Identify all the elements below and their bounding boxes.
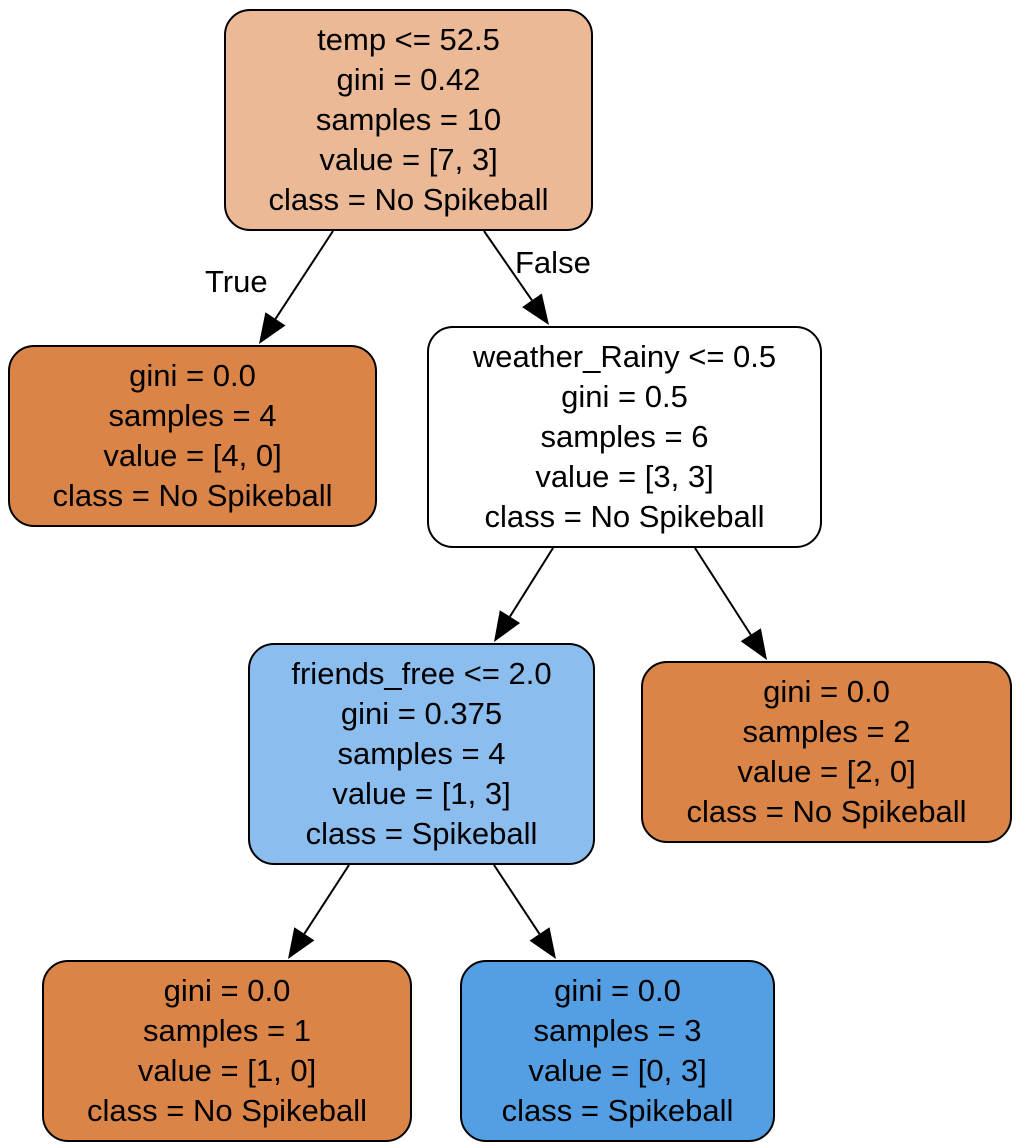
arrowhead-n2-n3 bbox=[494, 610, 521, 642]
tree-node-n6: gini = 0.0 samples = 3 value = [0, 3] class… bbox=[460, 960, 775, 1142]
node-text-line: value = [1, 3] bbox=[332, 776, 511, 811]
node-text-line: temp <= 52.5 bbox=[317, 22, 500, 57]
node-text-line: value = [2, 0] bbox=[737, 754, 916, 789]
node-text-line: value = [3, 3] bbox=[535, 459, 714, 494]
edge-label-true: True bbox=[205, 264, 268, 299]
edge-label-false: False bbox=[515, 245, 591, 280]
node-text-line: class = No Spikeball bbox=[268, 182, 549, 217]
node-text-line: class = Spikeball bbox=[501, 1093, 734, 1128]
node-text-line: samples = 4 bbox=[337, 736, 506, 771]
node-text-line: gini = 0.0 bbox=[129, 358, 256, 393]
node-text-line: gini = 0.375 bbox=[340, 696, 503, 731]
tree-node-n4: gini = 0.0 samples = 2 value = [2, 0] class… bbox=[641, 661, 1012, 843]
edge-n2-n4 bbox=[694, 547, 752, 636]
node-text-line: samples = 3 bbox=[533, 1013, 702, 1048]
arrowhead-root-n1 bbox=[259, 312, 286, 344]
node-text-line: gini = 0.0 bbox=[163, 973, 291, 1008]
node-text-line: friends_free <= 2.0 bbox=[291, 656, 552, 691]
node-text-line: gini = 0.0 bbox=[763, 674, 890, 709]
node-text-line: samples = 2 bbox=[742, 714, 911, 749]
node-text-line: gini = 0.42 bbox=[336, 62, 481, 97]
edge-n3-n5 bbox=[303, 864, 350, 935]
node-text-line: weather_Rainy <= 0.5 bbox=[472, 339, 777, 374]
node-text-line: value = [0, 3] bbox=[528, 1053, 707, 1088]
node-text-line: samples = 1 bbox=[142, 1013, 311, 1048]
node-text-line: samples = 6 bbox=[540, 419, 709, 454]
edge-n3-n6 bbox=[493, 864, 541, 935]
tree-node-root: temp <= 52.5 gini = 0.42 samples = 10 value… bbox=[224, 9, 593, 231]
arrowhead-n3-n5 bbox=[288, 927, 315, 959]
node-text-line: class = No Spikeball bbox=[87, 1093, 367, 1128]
node-text-line: value = [7, 3] bbox=[319, 142, 498, 177]
node-text-line: value = [1, 0] bbox=[137, 1053, 317, 1088]
arrowhead-n2-n4 bbox=[740, 628, 767, 660]
tree-node-n2: weather_Rainy <= 0.5 gini = 0.5 samples = … bbox=[427, 326, 822, 548]
arrowhead-root-n2 bbox=[522, 293, 549, 325]
edge-root-n2 bbox=[483, 230, 533, 301]
node-text-line: class = No Spikeball bbox=[686, 794, 967, 829]
node-text-line: gini = 0.0 bbox=[554, 973, 681, 1008]
tree-node-n1: gini = 0.0 samples = 4 value = [4, 0] class… bbox=[8, 345, 377, 527]
arrowhead-n3-n6 bbox=[529, 927, 556, 959]
tree-node-n5: gini = 0.0 samples = 1 value = [1, 0] class… bbox=[42, 960, 412, 1142]
node-text-line: samples = 4 bbox=[108, 398, 277, 433]
edge-n2-n3 bbox=[509, 547, 554, 618]
node-text-line: gini = 0.5 bbox=[561, 379, 688, 414]
node-text-line: value = [4, 0] bbox=[103, 438, 282, 473]
node-text-line: class = Spikeball bbox=[305, 816, 538, 851]
node-text-line: class = No Spikeball bbox=[52, 478, 333, 513]
tree-node-n3: friends_free <= 2.0 gini = 0.375 samples =… bbox=[248, 643, 595, 865]
edge-root-n1 bbox=[274, 230, 334, 320]
node-text-line: class = No Spikeball bbox=[484, 499, 765, 534]
node-text-line: samples = 10 bbox=[315, 102, 502, 137]
